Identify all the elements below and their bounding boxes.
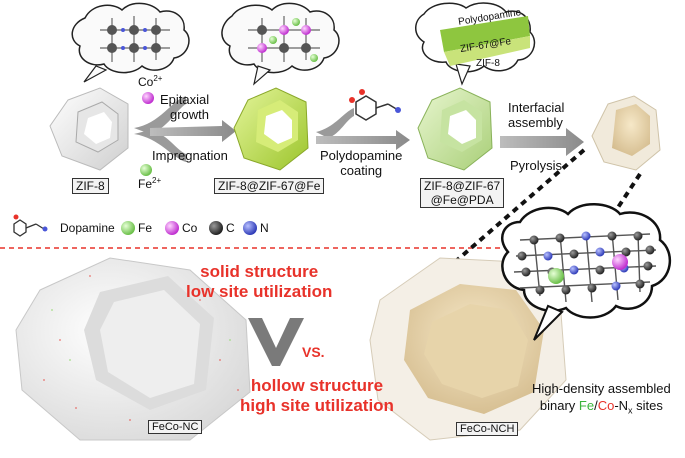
- co-ion-label: Co2+: [138, 74, 162, 89]
- legend-label-n: N: [260, 221, 269, 235]
- legend-co-sphere: [165, 221, 179, 235]
- pda-coated-crystal: [417, 87, 493, 171]
- solid-line2: low site utilization: [186, 282, 333, 301]
- fe-ion-symbol: Fe: [138, 177, 153, 191]
- solid-line1: solid structure: [200, 262, 319, 281]
- impregnation-label: Impregnation: [152, 148, 228, 163]
- vs-label: VS.: [302, 344, 325, 360]
- fe-ion-label: Fe2+: [138, 176, 161, 191]
- co-ion-symbol: Co: [138, 75, 154, 89]
- sites-caption-fe: Fe: [578, 398, 595, 413]
- zoom-line-left: [446, 148, 586, 270]
- sites-caption-line1: High-density assembled: [532, 381, 671, 396]
- co-ion-charge: 2+: [153, 74, 163, 83]
- hollow-line1: hollow structure: [250, 376, 384, 395]
- fe-ion-sphere: [140, 164, 152, 176]
- co-ion-sphere: [142, 92, 154, 104]
- thought-bubble-layers: [415, 2, 536, 86]
- small-hollow-product: [591, 95, 661, 171]
- pda-line2: coating: [340, 163, 383, 178]
- solid-structure-text: solid structure low site utilization: [186, 262, 332, 302]
- legend-label-co: Co: [182, 221, 198, 235]
- zif8-crystal: [49, 87, 129, 171]
- polydopamine-coating-label: Polydopamine coating: [320, 148, 402, 178]
- epitaxial-growth-label: Epitaxial growth: [160, 92, 209, 122]
- arrow-polydopamine-coating: [316, 108, 410, 150]
- hollow-fecon-nch-particle: [369, 257, 567, 441]
- arrow-epitaxial-impregnation: [134, 96, 236, 162]
- sites-caption-co: Co: [597, 398, 615, 413]
- label-fecon-nc: FeCo-NC: [148, 420, 203, 434]
- legend-label-dopamine: Dopamine: [60, 221, 115, 235]
- label-zif8-pda-line2: @Fe@PDA: [430, 193, 494, 207]
- graphene-lattice-bubble: [501, 203, 672, 341]
- pda-line1: Polydopamine: [320, 148, 403, 163]
- legend-fe-sphere: [121, 221, 135, 235]
- interfacial-line1: Interfacial: [508, 100, 565, 115]
- fe-ion-charge: 2+: [152, 176, 162, 185]
- sites-caption-x: x: [628, 405, 633, 416]
- interfacial-assembly-label: Interfacial assembly: [508, 100, 564, 130]
- label-fecon-nch: FeCo-NCH: [456, 422, 519, 436]
- thought-bubble-zif67: [221, 2, 340, 86]
- legend-n-sphere: [243, 221, 257, 235]
- arrow-pyrolysis: [500, 128, 584, 156]
- interfacial-line2: assembly: [508, 115, 563, 130]
- sites-caption-line2: binary Fe/Co-Nx sites: [532, 397, 671, 420]
- solid-fecon-nc-particle: [15, 257, 251, 441]
- epitaxial-line2: growth: [170, 107, 210, 122]
- label-zif8: ZIF-8: [72, 178, 109, 194]
- label-zif8-pda-line1: ZIF-8@ZIF-67: [424, 179, 501, 193]
- sites-caption: High-density assembled binary Fe/Co-Nx s…: [532, 380, 671, 420]
- hollow-line2: high site utilization: [240, 396, 394, 415]
- legend-label-c: C: [226, 221, 235, 235]
- zif8-zif67-fe-crystal: [233, 87, 309, 171]
- sites-caption-end: sites: [632, 398, 663, 413]
- epitaxial-line1: Epitaxial: [160, 92, 210, 107]
- sites-caption-binary: binary: [539, 398, 579, 413]
- sites-caption-slash: /: [594, 398, 598, 413]
- sites-caption-n: -N: [614, 398, 629, 413]
- vs-logo: [248, 318, 304, 366]
- label-zif8-zif67-fe: ZIF-8@ZIF-67@Fe: [214, 178, 325, 194]
- shell-label-zif8: ZIF-8: [476, 58, 500, 69]
- hollow-structure-text: hollow structure high site utilization: [240, 376, 394, 416]
- dopamine-molecule-top: [349, 89, 401, 121]
- label-zif8-pda: ZIF-8@ZIF-67 @Fe@PDA: [420, 178, 505, 208]
- legend-dopamine-icon: [13, 214, 48, 237]
- legend-label-fe: Fe: [138, 221, 153, 235]
- legend-c-sphere: [209, 221, 223, 235]
- thought-bubble-zif8: [71, 2, 190, 83]
- pyrolysis-label: Pyrolysis: [510, 158, 563, 173]
